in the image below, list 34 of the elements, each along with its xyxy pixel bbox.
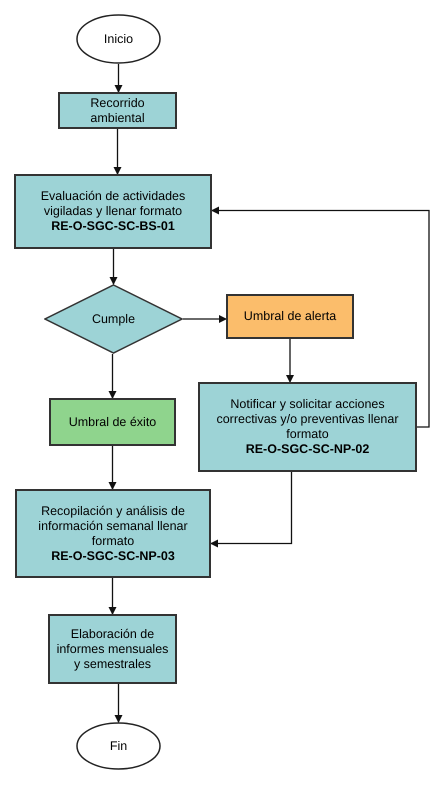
arrow (114, 129, 122, 175)
node-label: Umbral de alerta (244, 309, 336, 324)
process-box (14, 174, 212, 249)
node-label: Inicio (104, 32, 134, 46)
arrow (108, 446, 116, 490)
process-box (48, 614, 177, 684)
arrow (210, 472, 292, 548)
terminal-ellipse (76, 722, 161, 770)
arrow (108, 354, 116, 399)
process-box (15, 489, 211, 578)
terminal-ellipse (76, 14, 161, 64)
process-box (198, 382, 417, 472)
arrow (108, 578, 116, 615)
node-label: Umbral de éxito (68, 414, 156, 430)
node-label: Fin (110, 738, 128, 754)
form-code: RE-O-SGC-SC-BS-01 (51, 219, 175, 234)
arrow (114, 64, 122, 93)
node-label: Notificar y solicitar acciones correctivas y/o preventivas llenar formato (215, 397, 400, 442)
arrow (211, 206, 430, 428)
arrow (110, 249, 118, 285)
arrow (114, 684, 122, 723)
node-label: Evaluación de actividades vigiladas y llenar formato (40, 189, 186, 219)
process-box (49, 398, 176, 446)
node-label: Recorrido ambiental (89, 96, 146, 126)
form-code: RE-O-SGC-SC-NP-03 (51, 548, 175, 564)
node-label: Cumple (92, 312, 136, 326)
form-code: RE-O-SGC-SC-NP-02 (246, 442, 370, 457)
process-box (226, 294, 354, 339)
decision-diamond (44, 284, 183, 354)
node-label: Elaboración de informes mensuales y semestrales (56, 626, 170, 672)
node-label: Recopilación y análisis de información semanal llenar formato (37, 504, 189, 548)
process-box (58, 92, 177, 129)
arrow (286, 339, 294, 383)
arrow (183, 315, 227, 323)
